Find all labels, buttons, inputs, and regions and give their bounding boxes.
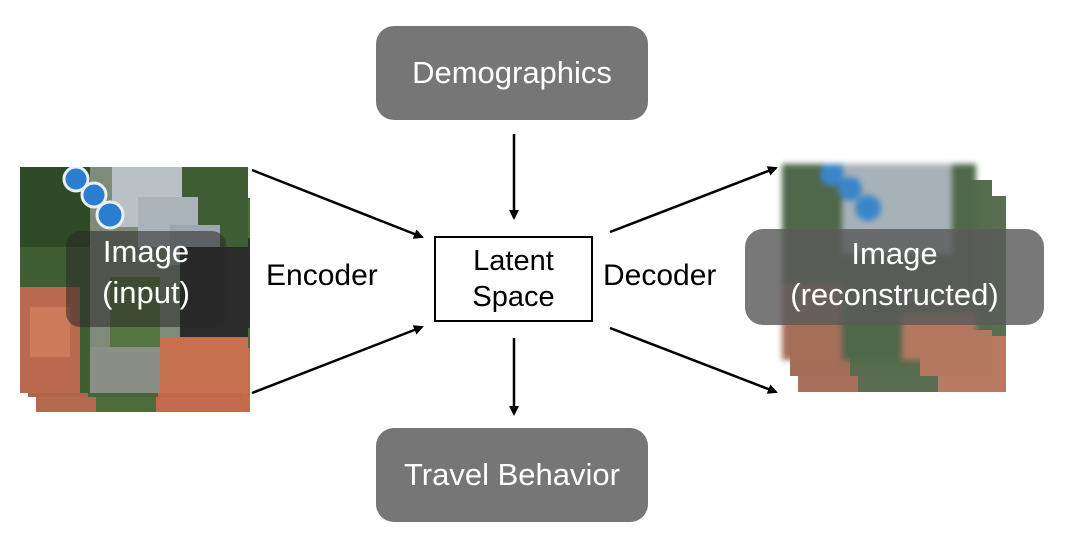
demographics-label: Demographics xyxy=(412,55,612,90)
arrow-decoder-bottom xyxy=(609,326,778,394)
encoder-label: Encoder xyxy=(266,259,378,292)
latent-space-node: Latent Space xyxy=(434,236,593,322)
image-reconstructed-label: Image (reconstructed) xyxy=(745,233,1044,315)
image-recon-label-line2: (reconstructed) xyxy=(790,277,999,313)
travel-behavior-node: Travel Behavior xyxy=(376,428,648,522)
travel-behavior-label: Travel Behavior xyxy=(404,457,620,492)
image-reconstructed-node xyxy=(745,229,1044,325)
image-input-label-line2: (input) xyxy=(102,275,190,311)
arrow-encoder-bottom xyxy=(251,325,424,395)
arrow-encoder-top xyxy=(251,168,424,239)
latent-label-line1: Latent xyxy=(473,244,554,277)
demographics-node: Demographics xyxy=(376,26,648,120)
decoder-label: Decoder xyxy=(603,259,717,292)
image-input-node: Image (input) xyxy=(66,231,226,327)
image-input-label-line1: Image xyxy=(102,234,190,269)
arrow-decoder-top xyxy=(609,166,778,234)
latent-label-line2: Space xyxy=(472,281,555,313)
image-recon-label-line1: Image xyxy=(851,236,938,271)
